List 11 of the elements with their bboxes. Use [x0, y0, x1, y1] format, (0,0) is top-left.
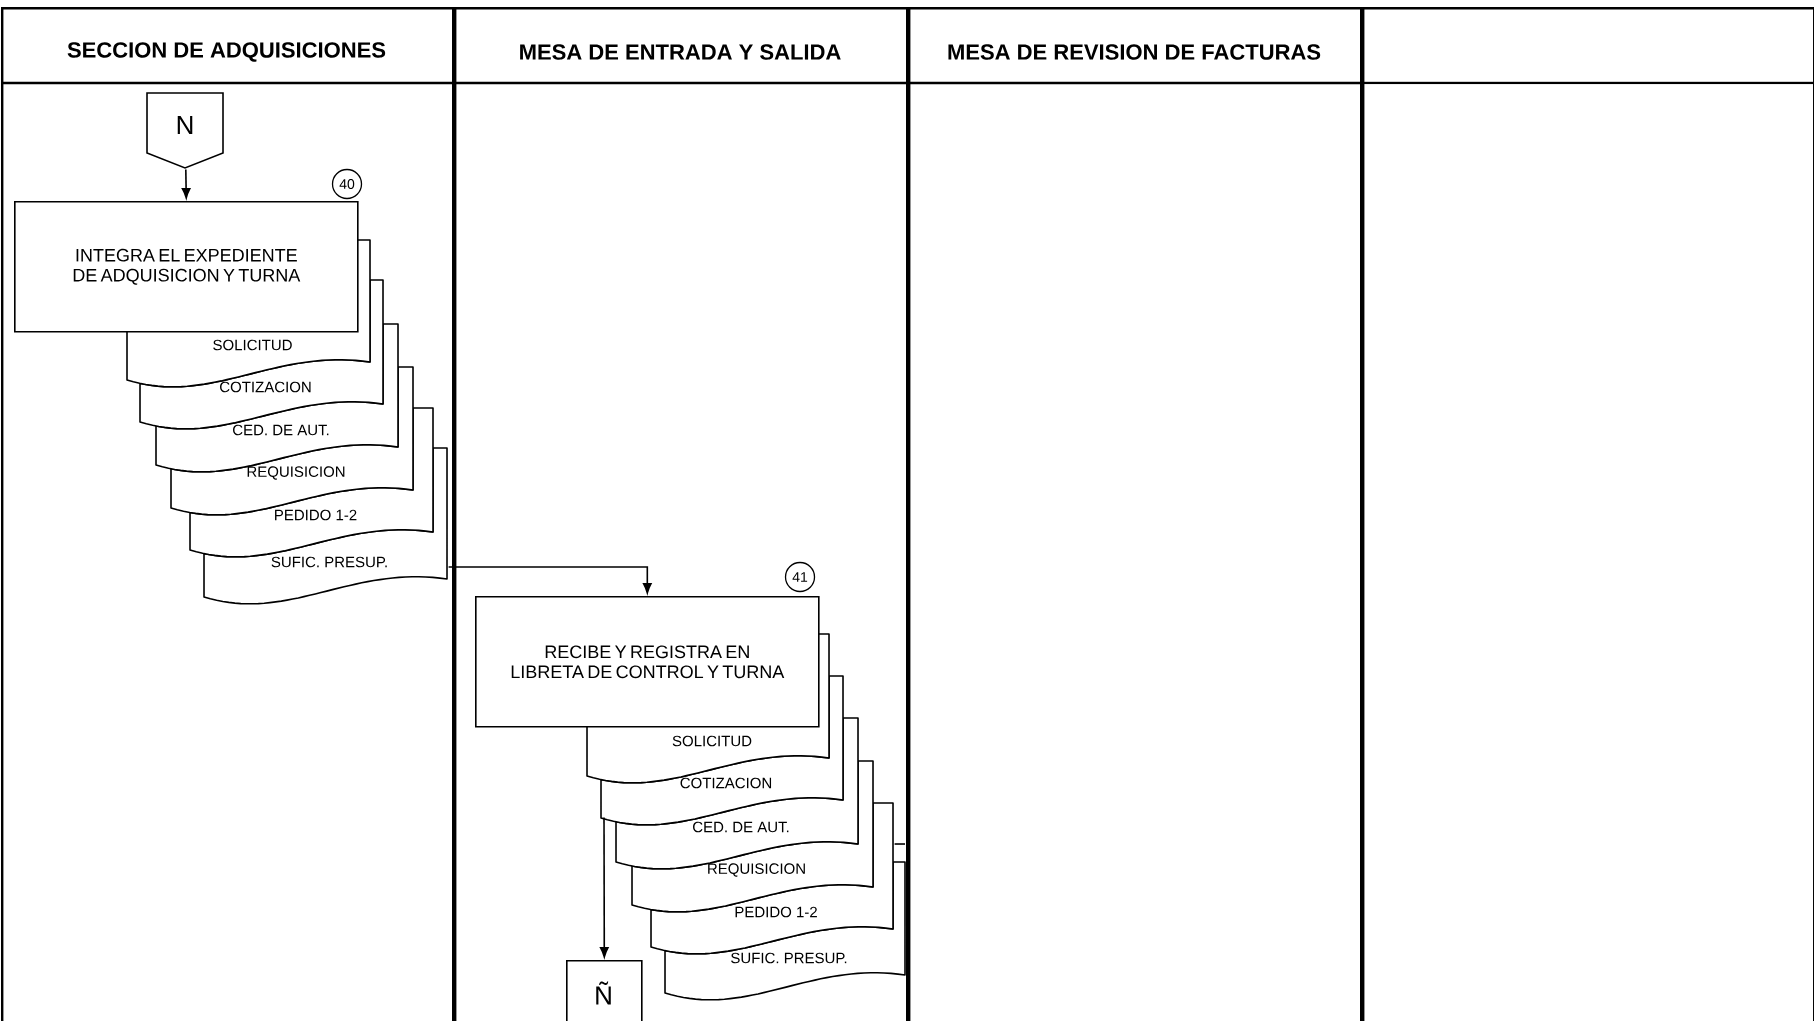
swimlane: MESA DE REVISION DE FACTURAS [908, 7, 1363, 1021]
process-box: RECIBE Y REGISTRA EN LIBRETA DE CONTROL Y TURNA [475, 596, 820, 728]
process-box: INTEGRA EL EXPEDIENTE DE ADQUISICION Y TURNA [14, 201, 359, 333]
arrow [447, 566, 652, 594]
step-number: 41 [784, 561, 816, 593]
arrow [599, 816, 609, 958]
offpage-connector: N [146, 92, 224, 169]
arrow [181, 168, 191, 199]
step-number: 40 [331, 168, 363, 200]
connector-box: Ñ [566, 960, 643, 1021]
swimlane [1362, 7, 1814, 1021]
